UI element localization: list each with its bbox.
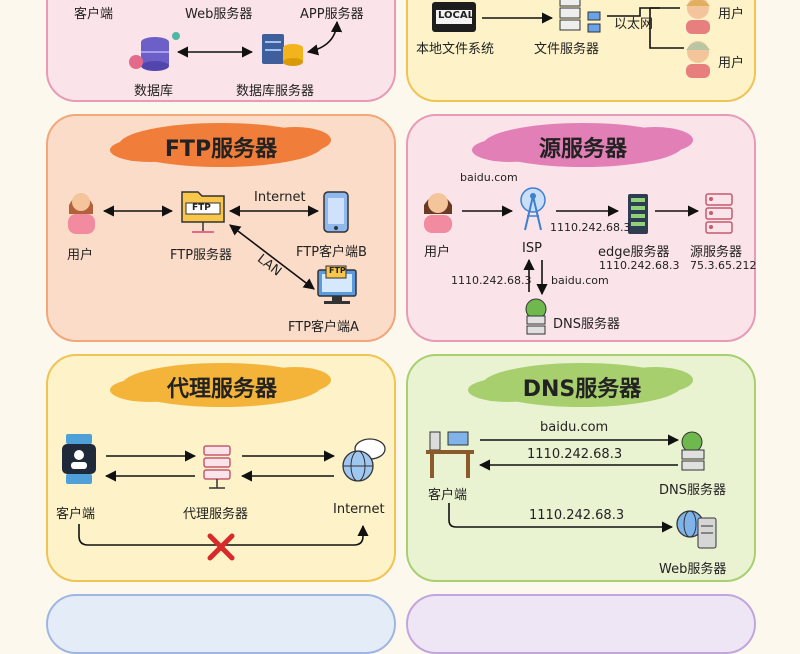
panel-bottom-right-partial [406, 594, 756, 654]
ftp-server-label: FTP服务器 [170, 248, 233, 263]
origin-dns-query: baidu.com [551, 274, 609, 287]
ftp-client-a-label: FTP客户端A [288, 320, 359, 335]
origin-dns-label: DNS服务器 [553, 317, 620, 332]
origin-ip-to-edge: 1110.242.68.3 [550, 221, 631, 234]
origin-edge-label: edge服务器 [598, 245, 670, 260]
dns-server-label: DNS服务器 [659, 483, 726, 498]
origin-edge-ip: 1110.242.68.3 [599, 259, 680, 272]
dns-request-label: 1110.242.68.3 [529, 508, 625, 523]
tl-db-server-label: 数据库服务器 [236, 84, 315, 99]
origin-server-label: 源服务器 [690, 245, 743, 260]
panel-bottom-left-partial [46, 594, 396, 654]
ftp-user-label: 用户 [67, 248, 94, 263]
origin-server-ip: 75.3.65.212 [690, 259, 757, 272]
tr-user2-label: 用户 [718, 56, 745, 71]
tl-client-label: 客户端 [74, 7, 114, 22]
ftp-internet-label: Internet [254, 190, 306, 205]
tr-file-server-label: 文件服务器 [534, 42, 600, 57]
dns-title: DNS服务器 [522, 377, 642, 402]
ftp-title: FTP服务器 [164, 137, 278, 162]
dns-reply-label: 1110.242.68.3 [527, 447, 623, 462]
ftp-server-icon-text: FTP [192, 203, 211, 213]
proxy-internet-label: Internet [333, 502, 385, 517]
tr-user1-label: 用户 [718, 7, 745, 22]
proxy-server-label: 代理服务器 [183, 507, 249, 522]
origin-isp-label: ISP [522, 241, 542, 256]
dns-client-label: 客户端 [428, 488, 468, 503]
tr-local-fs-label: 本地文件系统 [416, 42, 495, 57]
proxy-client-label: 客户端 [56, 507, 96, 522]
tl-web-server-label: Web服务器 [185, 7, 253, 22]
tr-local-badge: LOCAL [438, 10, 474, 21]
proxy-title: 代理服务器 [166, 377, 277, 402]
origin-domain-label: baidu.com [460, 171, 518, 184]
dns-web-server-label: Web服务器 [659, 562, 727, 577]
ftp-client-a-icon-text: FTP [329, 266, 346, 275]
tl-database-label: 数据库 [134, 84, 174, 99]
tl-app-server-label: APP服务器 [300, 7, 364, 22]
origin-user-label: 用户 [424, 245, 451, 260]
tr-ethernet-label: 以太网 [614, 17, 654, 32]
origin-ip-left: 1110.242.68.3 [451, 274, 532, 287]
ftp-client-b-label: FTP客户端B [296, 245, 367, 260]
origin-title: 源服务器 [538, 137, 627, 162]
dns-query-label: baidu.com [540, 420, 609, 435]
